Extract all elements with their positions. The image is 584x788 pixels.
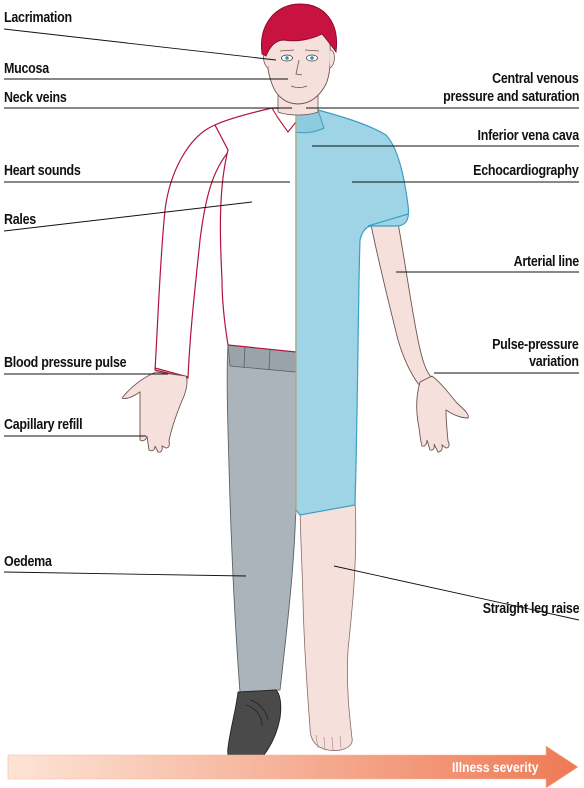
label-rales: Rales [4, 212, 36, 228]
severity-arrow-label: Illness severity [452, 759, 538, 775]
trousers [227, 343, 296, 692]
label-heart-sounds: Heart sounds [4, 163, 81, 179]
leader-rales [4, 202, 252, 231]
label-blood-pressure-pulse: Blood pressure pulse [4, 355, 126, 371]
label-oedema: Oedema [4, 554, 52, 570]
left-hand [122, 372, 187, 452]
label-straight-leg-raise: Straight leg raise [482, 601, 579, 617]
label-echocardiography: Echocardiography [474, 163, 579, 179]
label-arterial-line: Arterial line [514, 254, 579, 270]
leader-lacrimation [4, 29, 276, 60]
label-cvp-line1: Central venous [493, 71, 579, 87]
right-arm [370, 212, 432, 386]
label-mucosa: Mucosa [4, 61, 49, 77]
left-sleeve [155, 125, 230, 378]
right-leg [300, 500, 356, 751]
label-ppv-line2: variation [529, 354, 579, 370]
label-cvp-line2: pressure and saturation [443, 89, 579, 105]
label-inferior-vena-cava: Inferior vena cava [478, 128, 579, 144]
leader-oedema [4, 572, 246, 576]
right-hand [417, 376, 469, 452]
label-lacrimation: Lacrimation [4, 10, 72, 26]
shirt [215, 108, 296, 352]
label-neck-veins: Neck veins [4, 90, 67, 106]
label-ppv-line1: Pulse-pressure [493, 337, 579, 353]
label-capillary-refill: Capillary refill [4, 417, 82, 433]
